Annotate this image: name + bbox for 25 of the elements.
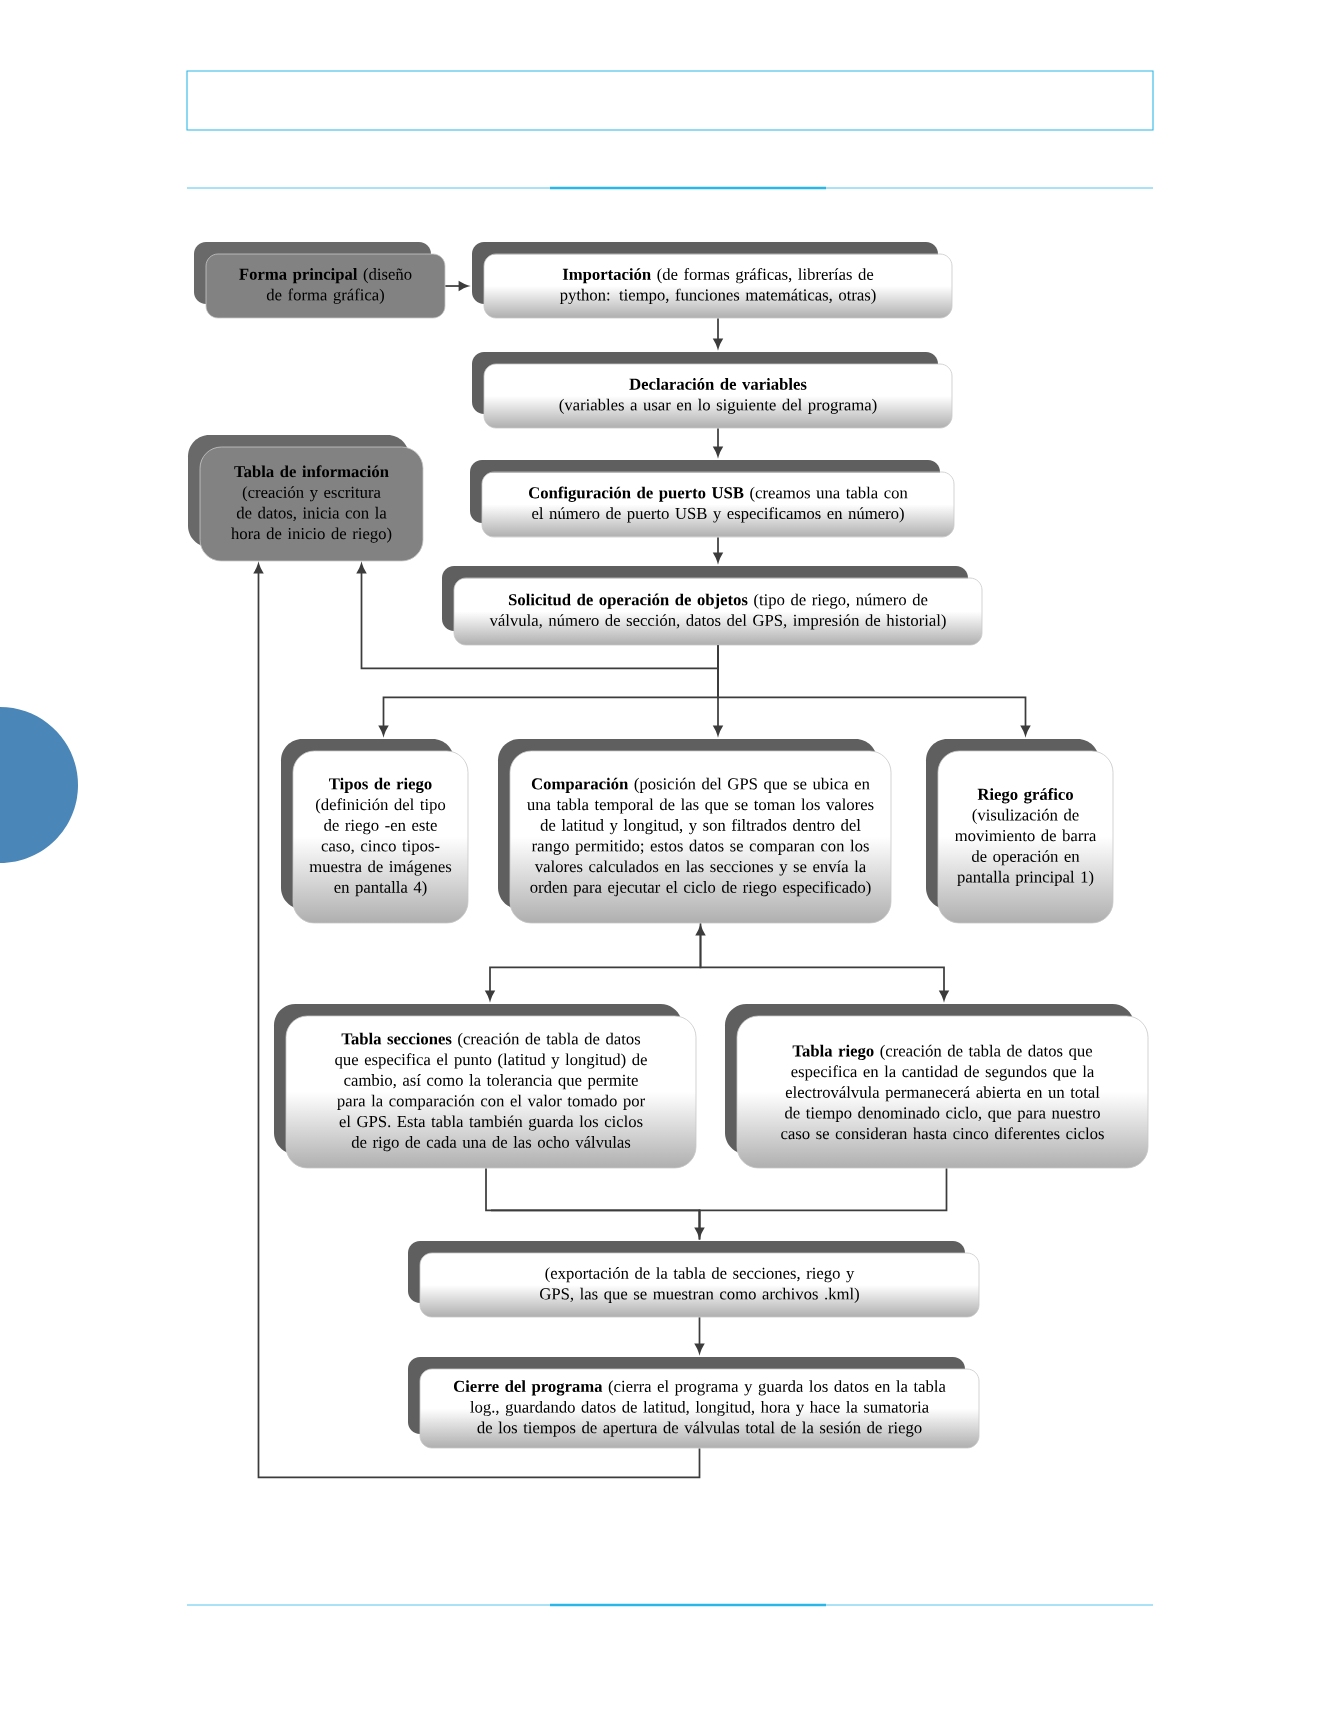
arrow bbox=[713, 536, 723, 563]
process-box: Riego gráfico (visulización de movimiento de barra de operación en pantalla principal 1) bbox=[926, 739, 1114, 924]
process-box: Tabla de información (creación y escritura de datos, inicia con la hora de inicio de riego) bbox=[188, 435, 424, 562]
arrow bbox=[356, 563, 719, 670]
arrow bbox=[444, 281, 469, 291]
process-box: Importación (de formas gráficas, librerías de python: tiempo, funciones matemáticas, otras) bbox=[472, 242, 953, 319]
process-box: Tabla secciones (creación de tabla de datos que especifica el punto (latitud y longitud) de cambio, así como la tolerancia que permite para la comparación con el valor tomado por el GPS. Esta tabla también guarda los ciclos de rigo de cada una de las ocho válvulas bbox=[274, 1004, 697, 1169]
arrow bbox=[253, 563, 701, 1479]
process-box: Configuración de puerto USB (creamos una tabla con el número de puerto USB y especificamos en número) bbox=[470, 460, 955, 538]
process-box: Tipos de riego (definición del tipo de riego -en este caso, cinco tipos- muestra de imágenes en pantalla 4) bbox=[281, 739, 469, 924]
process-box: (exportación de la tabla de secciones, riego y GPS, las que se muestran como archivos .kml) bbox=[408, 1241, 980, 1318]
arrow bbox=[713, 317, 723, 349]
process-box: Forma principal (diseño de forma gráfica) bbox=[194, 242, 446, 319]
process-box: Declaración de variables (variables a usar en lo siguiente del programa) bbox=[472, 352, 953, 429]
process-box: Comparación (posición del GPS que se ubica en una tabla temporal de las que se toman los valores de latitud y longitud, y son filtrados dentro del rango permitido; estos datos se comparan con los valores calculados en las secciones y se envía la orden para ejecutar el ciclo de riego especificado) bbox=[498, 739, 892, 924]
arrow bbox=[717, 644, 1031, 736]
arrow bbox=[699, 922, 949, 1001]
process-box: Tabla riego (creación de tabla de datos que especifica en la cantidad de segundos que la electroválvula permanecerá abierta en un total de tiempo denominado ciclo, que para nuestro caso se consideran hasta cinco diferentes ciclos bbox=[725, 1004, 1149, 1169]
arrow bbox=[713, 427, 723, 457]
arrow bbox=[490, 1209, 705, 1238]
process-box: Solicitud de operación de objetos (tipo de riego, número de válvula, número de sección, datos del GPS, impresión de historial) bbox=[442, 566, 983, 646]
arrow bbox=[694, 1316, 705, 1354]
process-box: Cierre del programa (cierra el programa y guarda los datos en la tabla log., guardando datos de latitud, longitud, hora y hace la sumatoria de los tiempos de apertura de válvulas total de la sesión de riego bbox=[408, 1357, 980, 1449]
arrow bbox=[485, 925, 706, 1001]
connector-line bbox=[698, 1167, 948, 1241]
